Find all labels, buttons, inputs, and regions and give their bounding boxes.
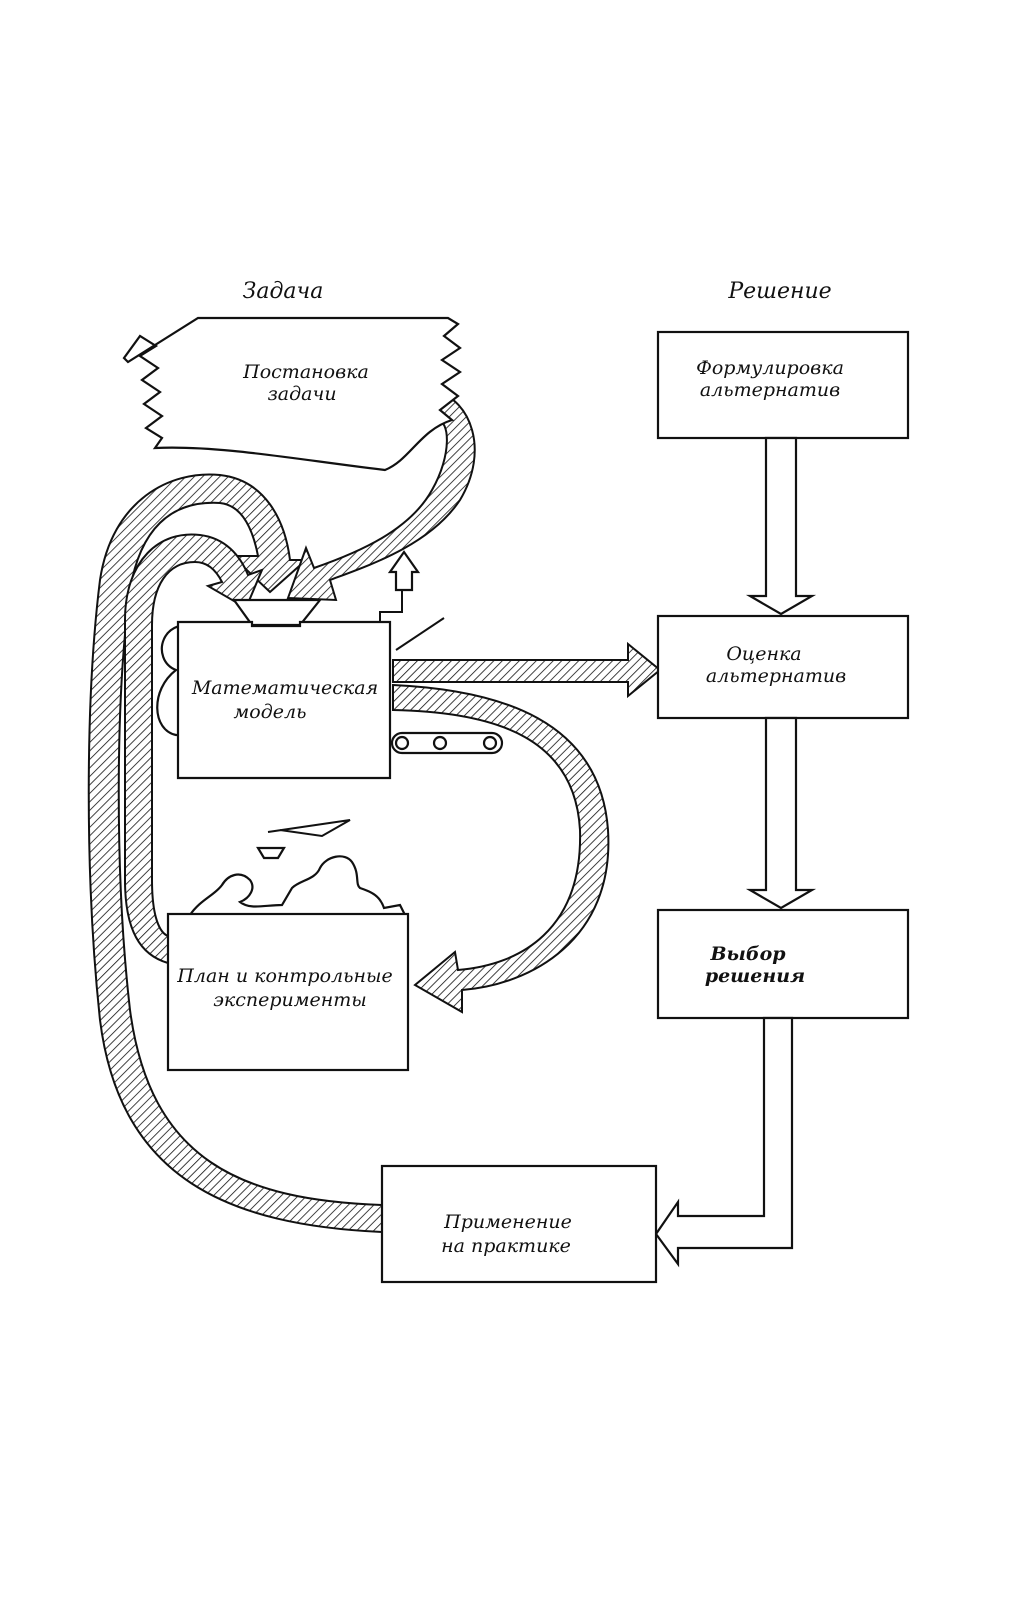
formulation-label-line1: Формулировка	[696, 357, 844, 379]
arrow-problem-to-model	[286, 390, 476, 602]
arrow-choice-to-application	[654, 1016, 794, 1268]
application-label-line2: на практике	[441, 1235, 571, 1257]
formulation-box	[656, 330, 910, 440]
header-problem: Задача	[243, 279, 324, 304]
application-label-line1: Применение	[443, 1211, 572, 1233]
problem-statement-paper	[122, 316, 462, 472]
arrow-model-to-experiments	[392, 683, 610, 1014]
formulation-label-line2: альтернатив	[700, 379, 840, 401]
arrow-model-to-evaluation	[392, 641, 662, 699]
evaluation-label-line2: альтернатив	[706, 665, 846, 687]
choice-label-line1: Выбор	[709, 943, 786, 965]
experiments-box	[166, 912, 410, 1072]
problem-label-line1: Постановка	[242, 361, 369, 383]
application-box	[380, 1164, 658, 1284]
choice-box	[656, 908, 910, 1020]
math-model-machine	[156, 550, 504, 780]
feedback-loop-application	[87, 473, 383, 1234]
model-label-line1: Математическая	[191, 677, 378, 699]
evaluation-label-line1: Оценка	[726, 643, 801, 665]
header-solution: Решение	[727, 279, 831, 304]
feedback-loop-experiments	[124, 533, 264, 965]
choice-label-line2: решения	[705, 965, 805, 987]
arrow-evaluation-to-choice	[745, 716, 817, 910]
model-label-line2: модель	[234, 701, 307, 723]
experiments-label-line1: План и контрольные	[176, 965, 392, 987]
problem-label-line2: задачи	[267, 383, 336, 405]
experiments-scientists-figure	[187, 819, 407, 917]
experiments-label-line2: эксперименты	[213, 989, 367, 1011]
arrow-formulation-to-evaluation	[745, 436, 817, 616]
